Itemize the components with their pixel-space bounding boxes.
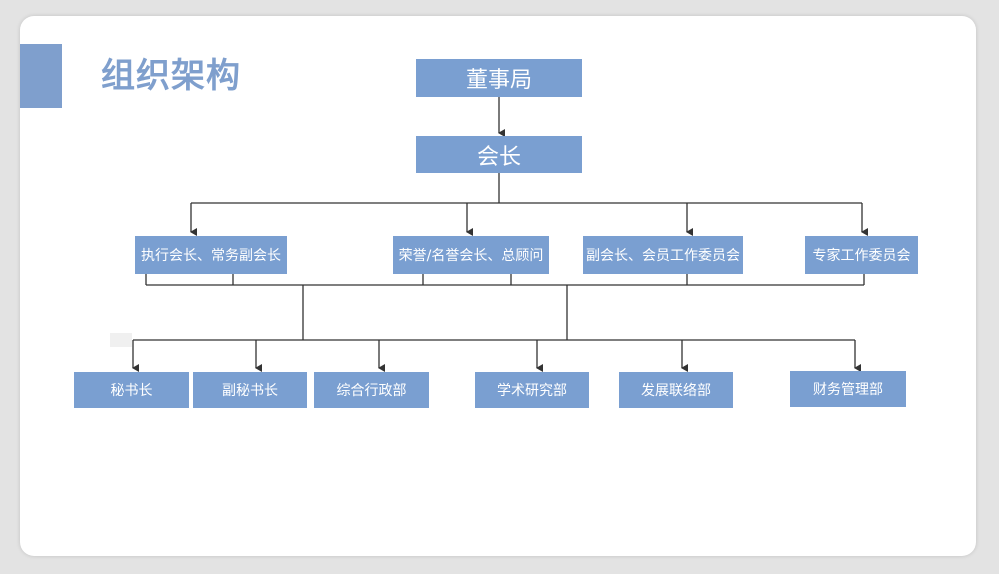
- org-node-executive-president: 执行会长、常务副会长: [135, 236, 287, 274]
- org-node-liaison-department: 发展联络部: [619, 372, 733, 408]
- title-accent-bar: [20, 44, 62, 108]
- org-node-honorary-president: 荣誉/名誉会长、总顾问: [393, 236, 549, 274]
- org-node-president: 会长: [416, 136, 582, 173]
- slide-background: [20, 16, 976, 556]
- org-node-expert-committee: 专家工作委员会: [805, 236, 918, 274]
- org-node-research-department: 学术研究部: [475, 372, 589, 408]
- org-node-admin-department: 综合行政部: [314, 372, 429, 408]
- org-node-finance-department: 财务管理部: [790, 371, 906, 407]
- org-node-board: 董事局: [416, 59, 582, 97]
- faint-artifact: [110, 333, 132, 347]
- org-node-deputy-secretary-general: 副秘书长: [193, 372, 307, 408]
- org-node-secretary-general: 秘书长: [74, 372, 189, 408]
- page-title: 组织架构: [101, 56, 241, 96]
- org-node-vice-president-committee: 副会长、会员工作委员会: [583, 236, 743, 274]
